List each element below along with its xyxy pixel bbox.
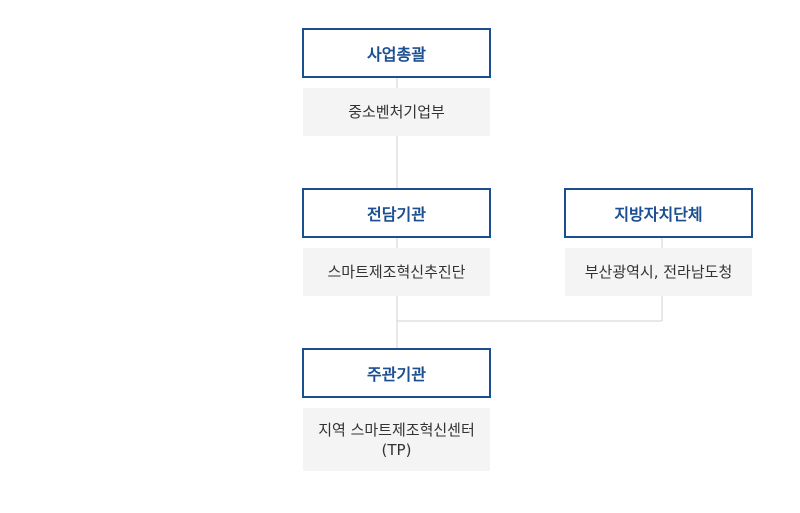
business-lead-title: 사업총괄 (302, 28, 491, 78)
host-agency-org-line1: 지역 스마트제조혁신센터 (318, 420, 475, 439)
dedicated-agency-title: 전담기관 (302, 188, 491, 238)
host-agency-org-text: 지역 스마트제조혁신센터 (TP) (318, 420, 475, 460)
host-agency-org-line2: (TP) (381, 440, 412, 459)
local-government-title: 지방자치단체 (564, 188, 753, 238)
business-lead-org-text: 중소벤처기업부 (348, 103, 445, 121)
business-lead-org: 중소벤처기업부 (303, 88, 490, 136)
host-agency-org: 지역 스마트제조혁신센터 (TP) (303, 408, 490, 471)
local-government-org-text: 부산광역시, 전라남도청 (584, 263, 733, 281)
host-agency-title: 주관기관 (302, 348, 491, 398)
local-government-org: 부산광역시, 전라남도청 (565, 248, 752, 296)
dedicated-agency-org: 스마트제조혁신추진단 (303, 248, 490, 296)
dedicated-agency-org-text: 스마트제조혁신추진단 (327, 263, 466, 281)
